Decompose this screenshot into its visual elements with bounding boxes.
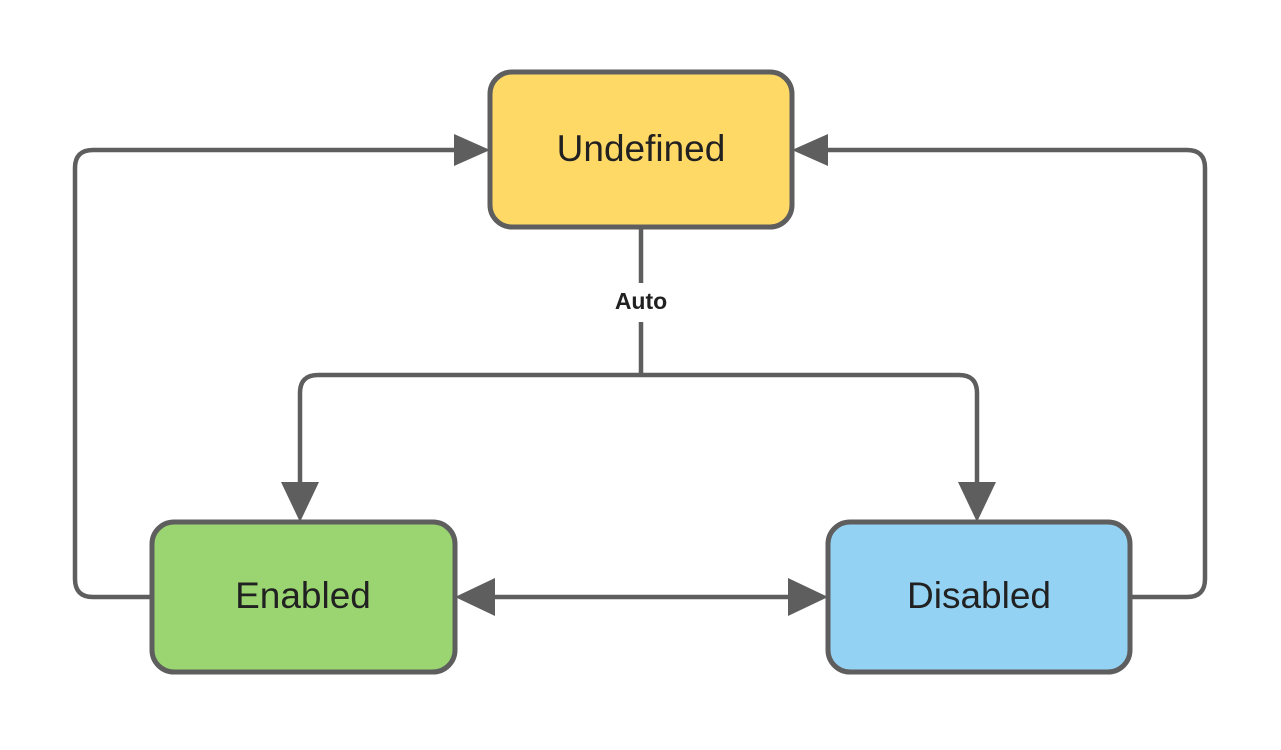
node-enabled-label: Enabled <box>235 575 371 616</box>
edge-auto-branch-right <box>641 372 980 490</box>
edge-disabled-to-undefined[interactable] <box>792 134 1208 600</box>
arrowhead-into-undefined-right <box>792 134 828 166</box>
edge-enabled-to-undefined[interactable] <box>72 134 490 600</box>
node-undefined[interactable]: Undefined <box>487 69 795 230</box>
edge-disabled-to-undefined-path <box>820 147 1208 600</box>
edge-enabled-disabled-bidirectional[interactable] <box>455 578 828 616</box>
node-group: Undefined Enabled Disabled <box>149 69 1133 675</box>
edge-enabled-to-undefined-path <box>72 147 462 600</box>
arrowhead-into-disabled-left <box>788 578 828 616</box>
node-disabled-shape <box>825 519 1133 675</box>
arrowhead-into-undefined-left <box>454 134 490 166</box>
arrowhead-into-enabled-top <box>281 482 319 522</box>
node-disabled[interactable]: Disabled <box>825 519 1133 675</box>
edge-group: Auto <box>72 134 1208 616</box>
node-undefined-shape <box>487 69 795 230</box>
node-enabled[interactable]: Enabled <box>149 519 458 675</box>
edge-label-auto: Auto <box>615 288 667 314</box>
node-undefined-label: Undefined <box>557 128 726 169</box>
node-enabled-shape <box>149 519 458 675</box>
edge-undefined-auto-fork[interactable]: Auto <box>281 228 996 522</box>
edge-auto-branch-left <box>297 372 641 490</box>
arrowhead-into-disabled-top <box>958 482 996 522</box>
node-disabled-label: Disabled <box>907 575 1051 616</box>
arrowhead-into-enabled-right <box>455 578 495 616</box>
